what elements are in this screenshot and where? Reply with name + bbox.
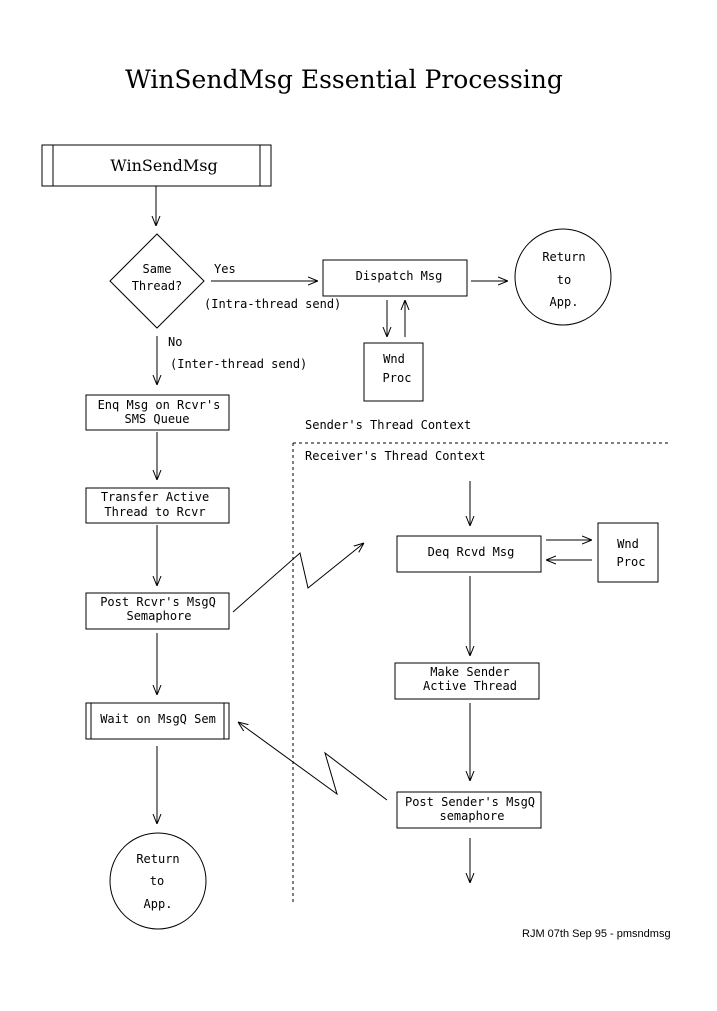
wnd-proc-top-line2: Proc [383, 371, 412, 385]
start-node-label: WinSendMsg [110, 156, 217, 175]
post-rcvr-line2: Semaphore [126, 609, 191, 623]
make-sender-line1: Make Sender [430, 665, 509, 679]
inter-thread-label: (Inter-thread send) [170, 357, 307, 371]
return-top-line3: App. [550, 295, 579, 309]
post-sender-line1: Post Sender's MsgQ [405, 795, 535, 809]
wait-node: Wait on MsgQ Sem [85, 702, 230, 740]
enqueue-line2: SMS Queue [124, 412, 189, 426]
enqueue-line1: Enq Msg on Rcvr's [98, 398, 221, 412]
make-sender-line2: Active Thread [423, 679, 517, 693]
transfer-line2: Thread to Rcvr [104, 505, 205, 519]
decision-label-line2: Thread? [132, 279, 183, 293]
sender-context-label: Sender's Thread Context [305, 418, 471, 432]
enqueue-node: Enq Msg on Rcvr's SMS Queue [85, 394, 230, 431]
dequeue-label: Deq Rcvd Msg [428, 545, 515, 559]
diagram-title: WinSendMsg Essential Processing [125, 65, 563, 94]
return-top-node: Return to App. [514, 228, 612, 326]
start-node: WinSendMsg [41, 144, 272, 187]
wnd-proc-right-line1: Wnd [617, 537, 639, 551]
intra-thread-label: (Intra-thread send) [204, 297, 341, 311]
return-bottom-node: Return to App. [109, 832, 207, 930]
credit-line: RJM 07th Sep 95 - pmsndmsg [522, 928, 671, 940]
wnd-proc-top-line1: Wnd [383, 352, 405, 366]
dispatch-label: Dispatch Msg [356, 269, 443, 283]
return-top-line2: to [557, 273, 571, 287]
wnd-proc-top-node: Wnd Proc [363, 342, 424, 402]
return-bottom-line3: App. [144, 897, 173, 911]
wait-label: Wait on MsgQ Sem [100, 712, 216, 726]
transfer-line1: Transfer Active [101, 490, 209, 504]
transfer-node: Transfer Active Thread to Rcvr [85, 487, 230, 524]
post-rcvr-node: Post Rcvr's MsgQ Semaphore [85, 592, 230, 630]
post-rcvr-line1: Post Rcvr's MsgQ [100, 595, 216, 609]
signal-arrow-to-receiver [232, 543, 364, 613]
signal-arrow-to-sender [238, 722, 388, 801]
no-label: No [168, 335, 182, 349]
decision-label-line1: Same [143, 262, 172, 276]
return-bottom-line2: to [150, 874, 164, 888]
return-bottom-line1: Return [136, 852, 179, 866]
receiver-context-label: Receiver's Thread Context [305, 449, 486, 463]
post-sender-line2: semaphore [439, 809, 504, 823]
return-top-line1: Return [542, 250, 585, 264]
dequeue-node: Deq Rcvd Msg [396, 535, 542, 573]
make-sender-node: Make Sender Active Thread [394, 662, 540, 700]
wnd-proc-right-node: Wnd Proc [597, 522, 659, 583]
post-sender-node: Post Sender's MsgQ semaphore [396, 791, 542, 829]
wnd-proc-right-line2: Proc [617, 555, 646, 569]
dispatch-node: Dispatch Msg [322, 259, 468, 297]
yes-label: Yes [214, 262, 236, 276]
decision-node: Same Thread? [109, 233, 205, 329]
